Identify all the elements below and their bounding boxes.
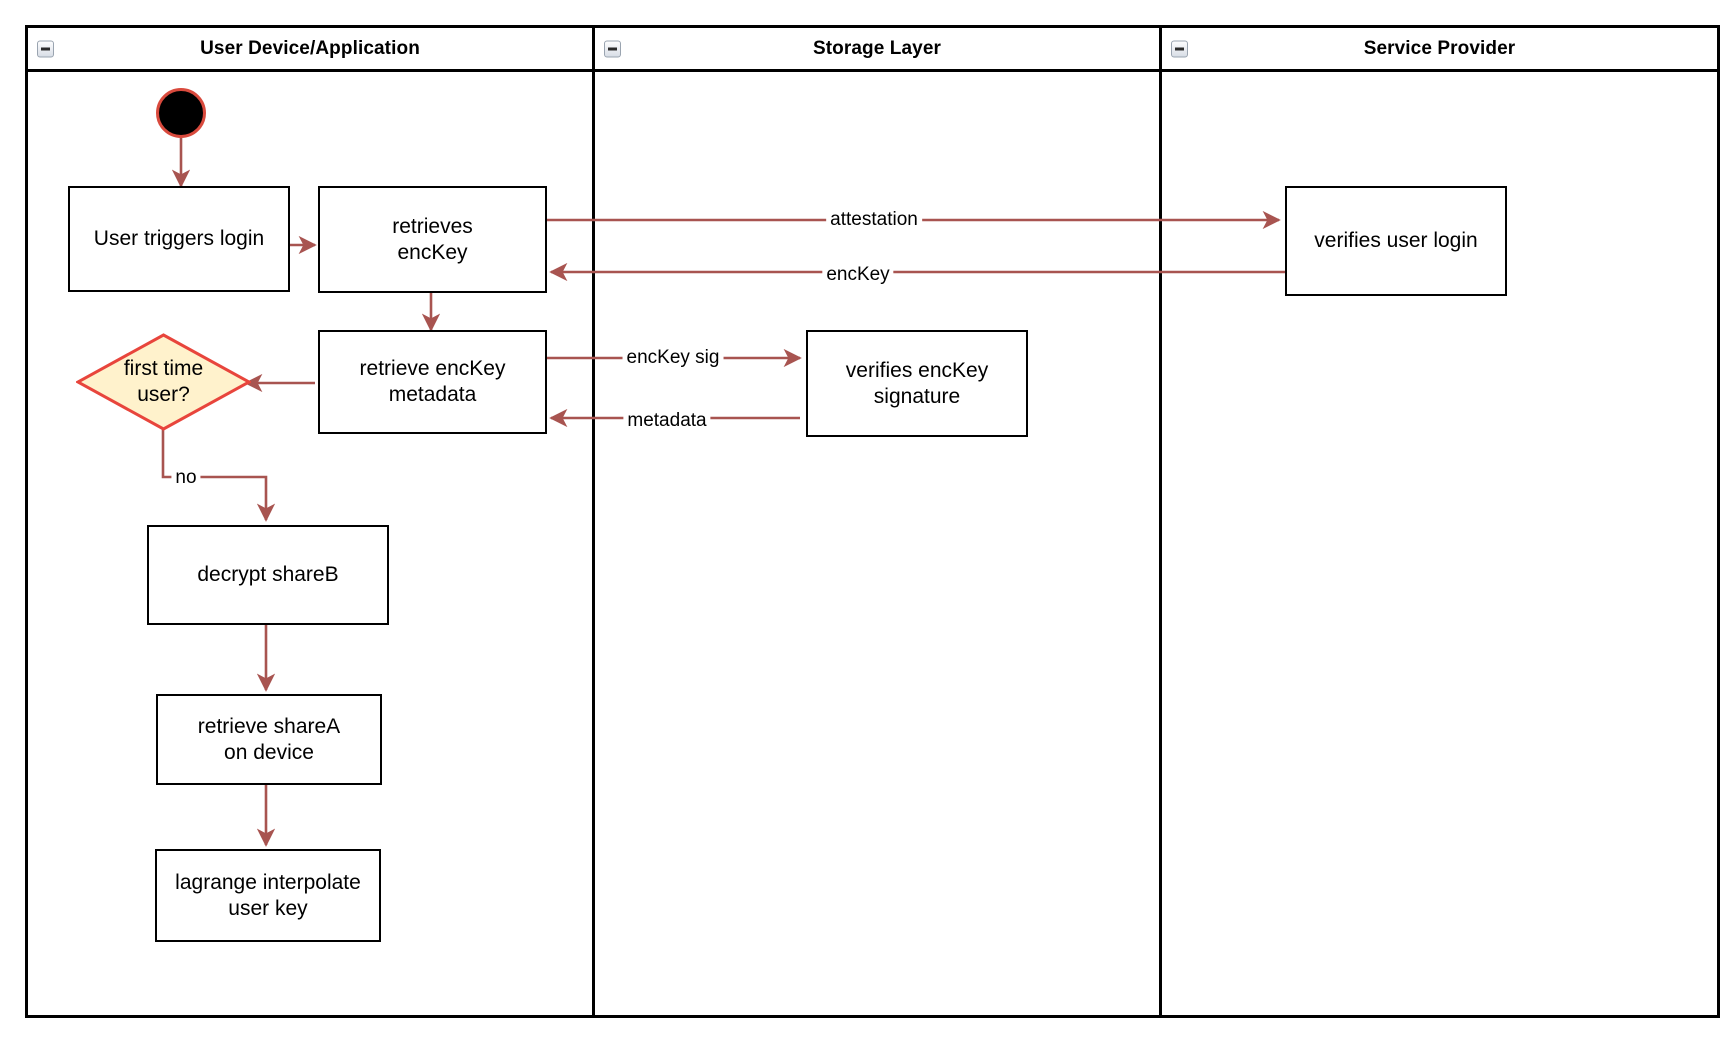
node-label: decrypt shareB: [197, 563, 339, 587]
node-label: User triggers login: [93, 227, 265, 251]
node-label: retrieves encKey: [392, 214, 473, 264]
node-retrieve-sharea-on-device[interactable]: retrieve shareA on device: [156, 694, 382, 785]
node-verifies-user-login[interactable]: verifies user login: [1285, 186, 1507, 296]
edge-label-enckey-sig: encKey sig: [622, 347, 724, 369]
lane-title-storage-layer: Storage Layer: [812, 37, 942, 59]
edge-label-enckey: encKey: [822, 264, 894, 286]
node-user-triggers-login[interactable]: User triggers login: [68, 186, 290, 292]
decision-diamond-shape: [76, 333, 251, 431]
node-label: retrieve shareA on device: [197, 714, 341, 764]
collapse-minus-icon[interactable]: [1171, 40, 1188, 57]
collapse-minus-icon[interactable]: [604, 40, 621, 57]
node-verifies-enckey-signature[interactable]: verifies encKey signature: [806, 330, 1028, 437]
lane-header-service-provider: Service Provider: [1162, 28, 1717, 72]
edge-label-metadata: metadata: [623, 410, 711, 432]
node-label: verifies user login: [1314, 229, 1478, 253]
node-label: first time user?: [123, 357, 204, 406]
node-label: lagrange interpolate user key: [175, 870, 361, 920]
lane-title-service-provider: Service Provider: [1363, 37, 1516, 59]
start-node[interactable]: [156, 88, 206, 138]
collapse-minus-icon[interactable]: [37, 40, 54, 57]
node-label: verifies encKey signature: [845, 358, 989, 408]
node-decrypt-shareb[interactable]: decrypt shareB: [147, 525, 389, 625]
swimlane-service-provider[interactable]: Service Provider: [1159, 28, 1717, 1015]
node-retrieves-enckey[interactable]: retrieves encKey: [318, 186, 547, 293]
swimlane-user-device[interactable]: User Device/Application: [28, 28, 592, 1015]
node-label: retrieve encKey metadata: [359, 357, 506, 406]
lane-title-user-device: User Device/Application: [200, 37, 420, 59]
lane-header-user-device: User Device/Application: [28, 28, 592, 72]
node-first-time-user[interactable]: first time user?: [76, 333, 251, 431]
swimlane-storage-layer[interactable]: Storage Layer: [592, 28, 1159, 1015]
edge-label-no: no: [171, 467, 201, 489]
node-retrieve-enckey-metadata[interactable]: retrieve encKey metadata: [318, 330, 547, 434]
edge-label-attestation: attestation: [826, 209, 922, 231]
lane-header-storage-layer: Storage Layer: [595, 28, 1159, 72]
node-lagrange-interpolate-user-key[interactable]: lagrange interpolate user key: [155, 849, 381, 942]
